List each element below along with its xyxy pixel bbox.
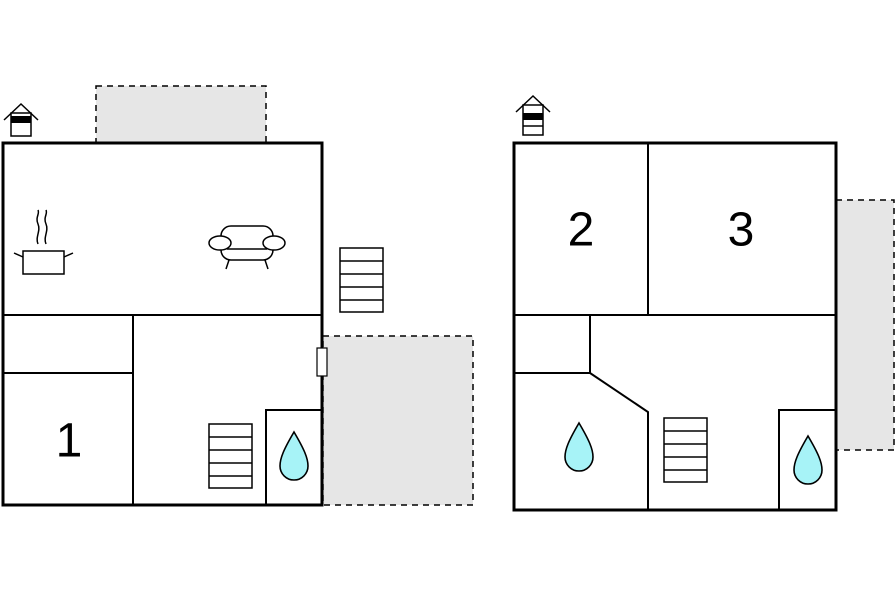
room-number-2: 2 — [568, 204, 595, 257]
ground-floor-outline — [1, 141, 324, 507]
upper-floor-outline — [512, 141, 838, 512]
kitchen-pot-icon — [13, 209, 74, 275]
right-terrace — [835, 199, 895, 451]
entrance-icon — [515, 94, 551, 136]
room-number-1: 1 — [56, 415, 83, 468]
stairs-icon — [208, 423, 253, 489]
ground-floor-bathroom — [265, 409, 323, 506]
bathroom-drop-icon — [564, 421, 594, 472]
wall — [589, 372, 649, 510]
bathroom-drop-icon — [793, 434, 823, 485]
bathroom-drop-icon — [279, 430, 309, 481]
terrace-door — [316, 347, 328, 377]
upper-floor: 2 3 — [512, 94, 895, 512]
top-terrace — [95, 85, 267, 144]
stairs-icon — [339, 247, 384, 313]
room-number-3: 3 — [728, 204, 755, 257]
upper-floor-bathroom — [778, 409, 837, 511]
right-terrace — [322, 335, 474, 506]
sofa-icon — [208, 225, 286, 270]
ground-floor: 1 — [1, 85, 474, 507]
stairs-icon — [663, 417, 708, 483]
entrance-icon — [3, 102, 39, 137]
